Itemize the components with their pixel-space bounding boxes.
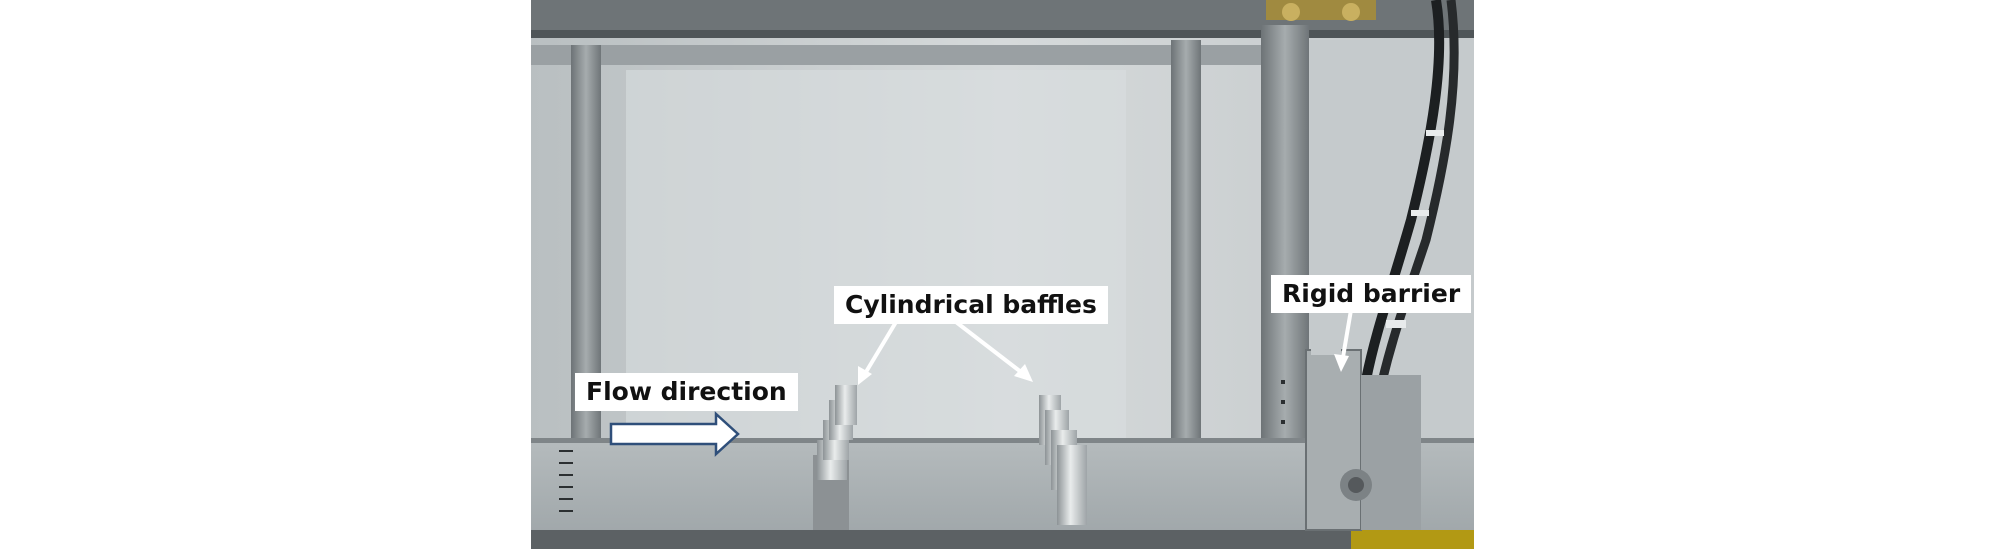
rigid-barrier-label: Rigid barrier <box>1271 275 1472 313</box>
flume-scene-illustration <box>531 0 1474 549</box>
cylindrical-baffles-label: Cylindrical baffles <box>834 286 1108 324</box>
flow-direction-label: Flow direction <box>575 373 798 411</box>
flume-photo: Flow direction Cylindrical baffles Rigid… <box>531 0 1474 549</box>
